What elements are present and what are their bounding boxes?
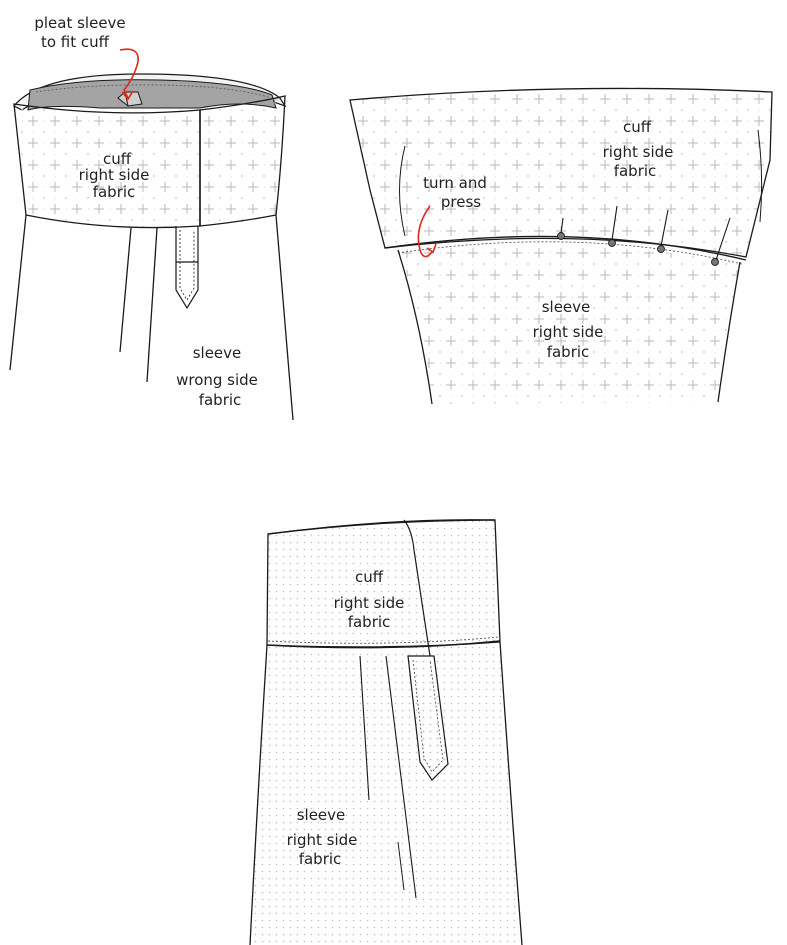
label-sleeve-p2-line3: fabric — [547, 343, 590, 361]
panel-2-turn-and-press: cuff right side fabric turn and press sl… — [350, 88, 772, 404]
label-turn-line2: press — [441, 193, 481, 211]
label-sleeve-p1-line2: wrong side — [176, 371, 258, 389]
sleeve-body — [250, 642, 522, 945]
label-cuff-p3-line2: right side — [334, 594, 405, 612]
cuff-overlap-band — [200, 96, 285, 226]
label-sleeve-p3-line1: sleeve — [297, 806, 346, 824]
label-cuff-p3-line1: cuff — [355, 568, 384, 586]
sleeve-placket — [176, 226, 198, 308]
label-sleeve-p2-line1: sleeve — [542, 298, 591, 316]
label-cuff-p2-line1: cuff — [623, 118, 652, 136]
label-sleeve-p3-line2: right side — [287, 831, 358, 849]
label-cuff-p1-line3: fabric — [93, 183, 136, 201]
label-pleat-line2: to fit cuff — [41, 33, 110, 51]
panel-3-finished-cuff: cuff right side fabric sleeve right side… — [250, 520, 522, 945]
label-turn-line1: turn and — [423, 174, 487, 192]
label-pleat-line1: pleat sleeve — [34, 14, 125, 32]
label-sleeve-p2-line2: right side — [533, 323, 604, 341]
label-cuff-p1-line2: right side — [79, 166, 150, 184]
label-sleeve-p3-line3: fabric — [299, 850, 342, 868]
label-cuff-p2-line3: fabric — [614, 162, 657, 180]
label-sleeve-p1-line3: fabric — [199, 391, 242, 409]
label-cuff-p2-line2: right side — [603, 143, 674, 161]
label-cuff-p3-line3: fabric — [348, 613, 391, 631]
panel-1-pleat-sleeve: pleat sleeve to fit cuff cuff right side… — [10, 14, 293, 420]
label-sleeve-p1-line1: sleeve — [193, 344, 242, 362]
sleeve-wrong-side — [10, 215, 293, 420]
